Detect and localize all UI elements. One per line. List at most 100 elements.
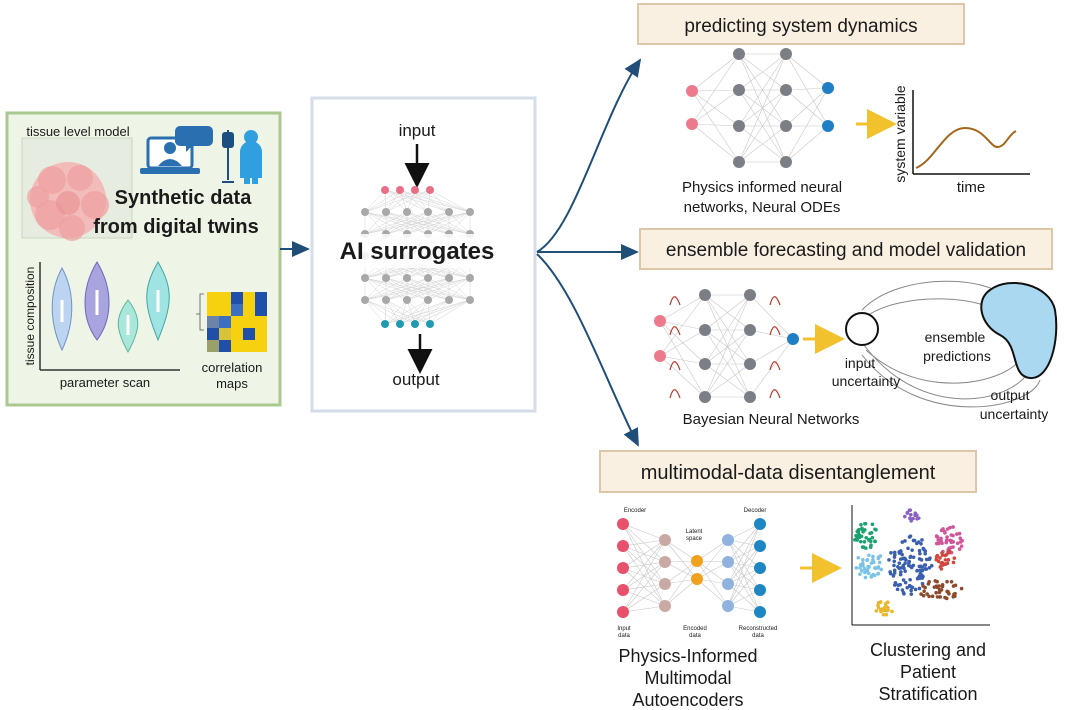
surrogate-edge: [399, 189, 471, 213]
pinn-edge: [785, 87, 829, 163]
correlation-cell: [207, 292, 219, 304]
cluster-point: [919, 542, 923, 546]
cluster-point: [951, 545, 955, 549]
pinn-edge: [738, 89, 787, 163]
cluster-point: [922, 563, 927, 567]
surrogate-edge: [364, 189, 386, 213]
bnn-node: [654, 315, 666, 327]
section1-caption-line1: Physics informed neural: [682, 179, 842, 196]
surrogate-node: [424, 296, 432, 304]
ae-edge: [696, 539, 729, 580]
surrogate-edge: [385, 189, 416, 213]
surrogate-node: [445, 208, 453, 216]
cluster-point: [924, 557, 929, 562]
bnn-node: [787, 333, 799, 345]
cluster-point: [932, 585, 937, 589]
cluster-point: [908, 554, 913, 559]
ae-input-line2: data: [618, 633, 630, 639]
ae-edge: [622, 539, 666, 547]
cluster-point: [898, 549, 903, 553]
section3-caption-line1: Physics-Informed: [618, 646, 757, 666]
cluster-point: [876, 556, 881, 561]
cluster-point: [860, 568, 864, 573]
cluster-point: [903, 569, 907, 573]
pinn-edge: [691, 89, 740, 125]
pinn-node: [733, 84, 745, 96]
cluster-point: [937, 584, 941, 588]
correlation-cell: [219, 304, 231, 316]
correlation-cell: [255, 292, 267, 304]
correlation-cell: [231, 304, 243, 316]
bnn-edge: [749, 338, 794, 398]
surrogate-edge: [399, 299, 471, 325]
cluster-point: [920, 538, 924, 542]
ae-node: [659, 578, 671, 590]
cluster-point: [901, 563, 906, 568]
surrogate-node: [466, 274, 474, 282]
surrogate-node: [382, 208, 390, 216]
cluster-point: [914, 541, 919, 546]
bnn-node: [744, 391, 756, 403]
surrogate-edge: [448, 211, 471, 235]
ae-edge: [696, 560, 729, 585]
correlation-cell: [231, 292, 243, 304]
surrogate-edge: [364, 299, 431, 325]
ae-encoded-line1: Encoded: [683, 626, 707, 632]
correlation-cell: [255, 316, 267, 328]
cluster-point: [890, 609, 894, 614]
cluster-point: [895, 587, 900, 592]
cluster-point: [881, 612, 886, 617]
cluster-point: [856, 530, 861, 535]
cluster-point: [948, 538, 953, 543]
cluster-point: [863, 528, 867, 532]
bnn-edge: [659, 320, 706, 398]
cluster-point: [858, 539, 863, 544]
cluster-point: [903, 580, 908, 585]
patient-iv-icon: [222, 130, 262, 184]
pinn-node: [686, 85, 698, 97]
surrogate-edge: [384, 189, 450, 213]
cluster-point: [863, 575, 868, 580]
branch-arrows: [536, 58, 642, 447]
surrogate-node: [382, 274, 390, 282]
section3-caption-line2: Multimodal: [644, 668, 731, 688]
cluster-point: [884, 612, 889, 617]
surrogate-edge: [385, 277, 471, 301]
surrogate-edge: [399, 189, 450, 213]
cluster-point: [949, 579, 954, 584]
cluster-point: [943, 558, 948, 562]
cluster-point: [900, 540, 905, 544]
cluster-point: [913, 513, 917, 518]
ae-edge: [727, 523, 761, 585]
section-multimodal: multimodal-data disentanglement Encoder …: [599, 450, 990, 710]
cluster-point: [903, 539, 907, 543]
cluster-point: [955, 532, 959, 536]
distribution-squiggle: [669, 389, 681, 399]
surrogate-edge: [364, 277, 408, 301]
bayesian-network: [654, 289, 799, 403]
cluster-point: [858, 566, 862, 570]
cluster-point: [934, 541, 939, 546]
ae-node: [754, 540, 766, 552]
cluster-point: [955, 541, 960, 546]
cluster-point: [855, 536, 860, 540]
surrogate-edge: [414, 189, 450, 213]
distribution-squiggle: [669, 326, 681, 336]
cluster-point: [909, 592, 914, 596]
ae-node: [722, 578, 734, 590]
correlation-cell: [219, 340, 231, 352]
cluster-point: [936, 559, 941, 564]
cluster-point: [867, 553, 871, 558]
bnn-node: [699, 358, 711, 370]
ae-edge: [727, 523, 761, 563]
bnn-node: [744, 289, 756, 301]
distribution-squiggle: [669, 296, 681, 306]
ae-encoder-label: Encoder: [624, 508, 646, 514]
cluster-point: [876, 565, 881, 569]
cluster-point: [927, 594, 931, 599]
cluster-point: [889, 550, 893, 555]
pinn-node: [780, 48, 792, 60]
cluster-point: [907, 583, 912, 588]
cluster-point: [880, 607, 884, 611]
cluster-point: [891, 574, 896, 578]
